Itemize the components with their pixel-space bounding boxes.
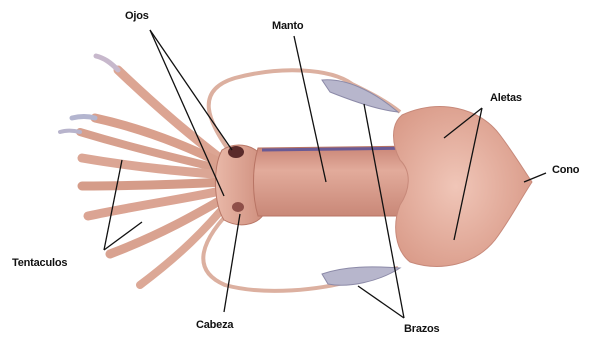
label-brazos: Brazos [404, 323, 439, 335]
label-ojos: Ojos [125, 10, 149, 22]
eye-lower [232, 202, 244, 212]
label-aletas: Aletas [490, 92, 522, 104]
upper-arm-club [322, 80, 398, 112]
label-manto: Manto [272, 20, 303, 32]
label-tentaculos: Tentaculos [12, 257, 67, 269]
mantle-stripe [262, 148, 418, 150]
label-cono: Cono [552, 164, 579, 176]
lower-arm-club [322, 267, 400, 285]
label-cabeza: Cabeza [196, 319, 233, 331]
fin-shape [394, 107, 533, 267]
